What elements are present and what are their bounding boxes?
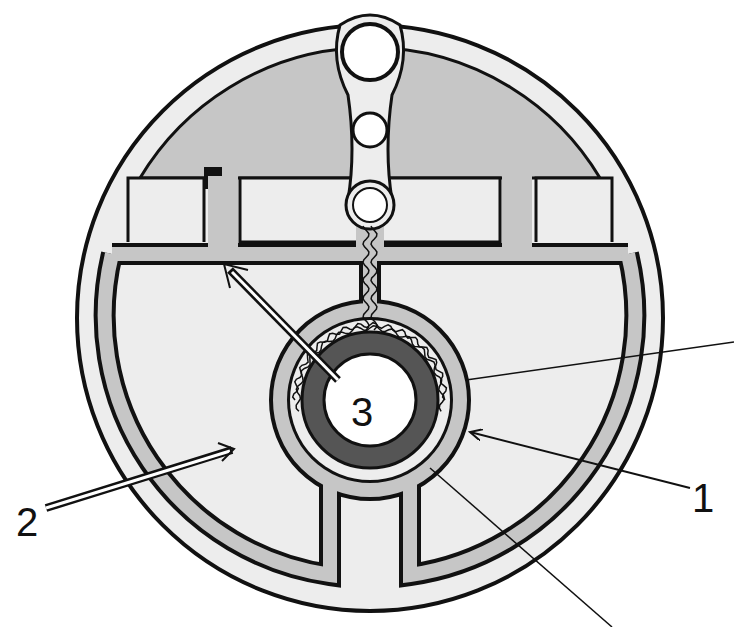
stem (502, 176, 532, 248)
leader-line (230, 270, 338, 380)
stem (208, 176, 238, 248)
core (324, 354, 416, 446)
slot (336, 15, 403, 200)
callout-number: 3 (349, 392, 375, 432)
channel (105, 240, 636, 575)
cut-line (430, 468, 612, 627)
arrowhead (218, 443, 234, 461)
leader-line (46, 451, 230, 508)
cut-line (466, 342, 734, 380)
leader-line (470, 432, 690, 488)
callout-number: 2 (16, 502, 38, 542)
hole (346, 181, 394, 229)
wire (293, 226, 447, 411)
outer-sheath (77, 25, 663, 611)
hole (342, 24, 398, 80)
dark-layer (302, 332, 438, 468)
leader-line (46, 450, 232, 508)
window (128, 178, 204, 242)
bore (290, 320, 450, 480)
leader-line (232, 272, 338, 380)
wire (363, 226, 369, 330)
window (536, 178, 612, 242)
callout-number: 1 (692, 478, 714, 518)
arrowhead (224, 264, 248, 288)
hole (353, 188, 387, 222)
hole (353, 113, 387, 147)
wire (371, 226, 377, 330)
